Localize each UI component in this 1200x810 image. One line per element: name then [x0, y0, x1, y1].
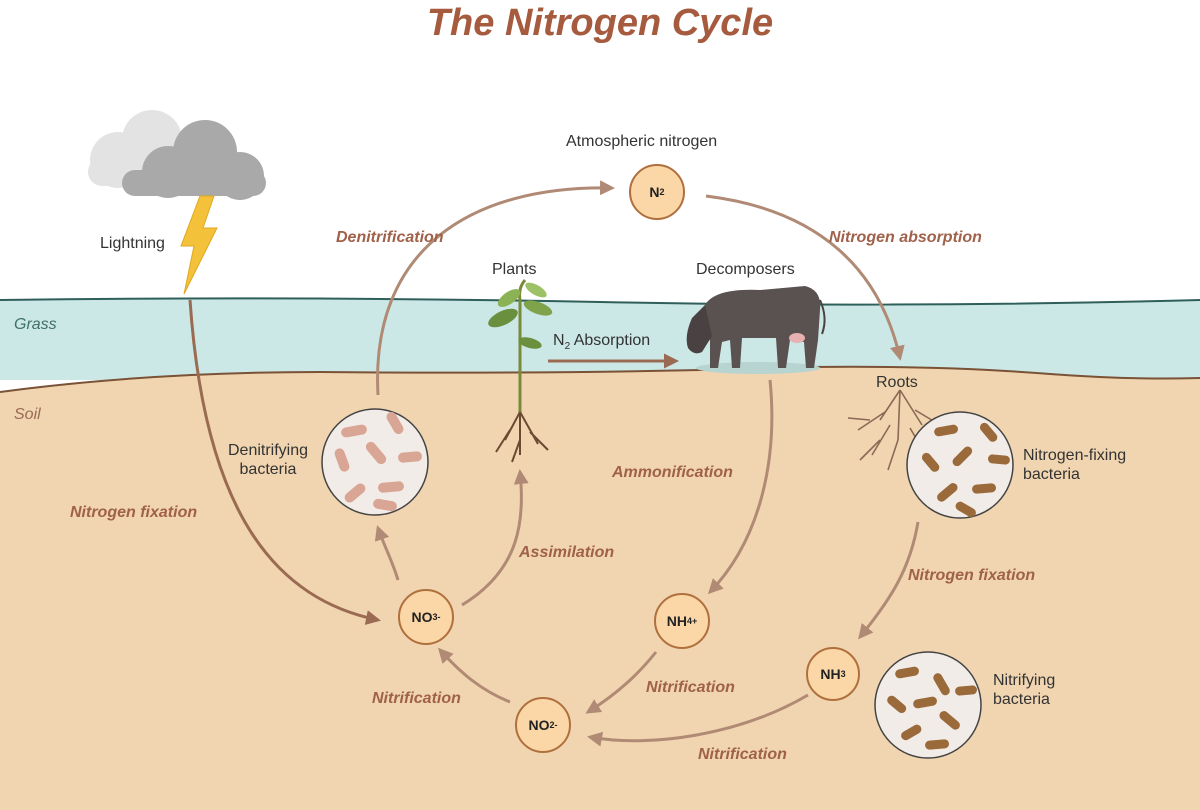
n2-absorption-label: N2 Absorption: [553, 332, 651, 353]
soil-line: [0, 365, 1200, 393]
nitrification-label-bottom: Nitrification: [698, 746, 787, 763]
arrow-nitrification-nh4-no2: [585, 651, 658, 714]
soil-area: [0, 366, 1200, 810]
arrow-nitrogen-absorption: [705, 194, 905, 361]
decomposers-label: Decomposers: [696, 261, 795, 278]
ammonification-label: Ammonification: [612, 464, 733, 481]
assimilation-label: Assimilation: [519, 544, 615, 561]
cloud-icon: [88, 110, 266, 200]
roots-label: Roots: [876, 374, 918, 391]
nitrification-label-middle: Nitrification: [646, 679, 735, 696]
denitrifying-bacteria-circle: [321, 408, 429, 516]
grass-top-line: [0, 297, 1200, 306]
denitrification-label: Denitrification: [336, 229, 444, 246]
arrow-denitrification: [376, 180, 615, 396]
arrow-to-denitrifying-bacteria: [374, 525, 400, 581]
arrow-ammonification: [707, 379, 774, 595]
arrow-nitrogen-fixation-lightning: [188, 299, 381, 625]
lightning-label: Lightning: [100, 235, 165, 252]
nitrogen-fixation-right-label: Nitrogen fixation: [908, 567, 1036, 584]
nitrogen-fixing-bacteria-circle: [906, 411, 1014, 519]
plants-label: Plants: [492, 261, 537, 278]
arrow-assimilation: [461, 469, 529, 607]
page-title: The Nitrogen Cycle: [426, 2, 774, 44]
cow-icon: [686, 286, 826, 374]
arrow-nitrification-nh3-no2: [587, 693, 809, 747]
arrow-nitrogen-fixation-roots: [858, 521, 920, 640]
nitrification-label-left: Nitrification: [372, 690, 461, 707]
lightning-bolt-icon: [180, 195, 218, 295]
nitrogen-absorption-label: Nitrogen absorption: [829, 229, 982, 246]
grass-zone-label: Grass: [14, 316, 57, 333]
arrow-nitrification-no2-no3: [437, 647, 511, 704]
nitrogen-fixation-left-label: Nitrogen fixation: [70, 504, 198, 521]
nitrifying-bacteria-circle: [874, 651, 982, 759]
atmospheric-nitrogen-label: Atmospheric nitrogen: [566, 133, 718, 150]
soil-zone-label: Soil: [14, 406, 41, 423]
plant-icon: [488, 279, 553, 463]
